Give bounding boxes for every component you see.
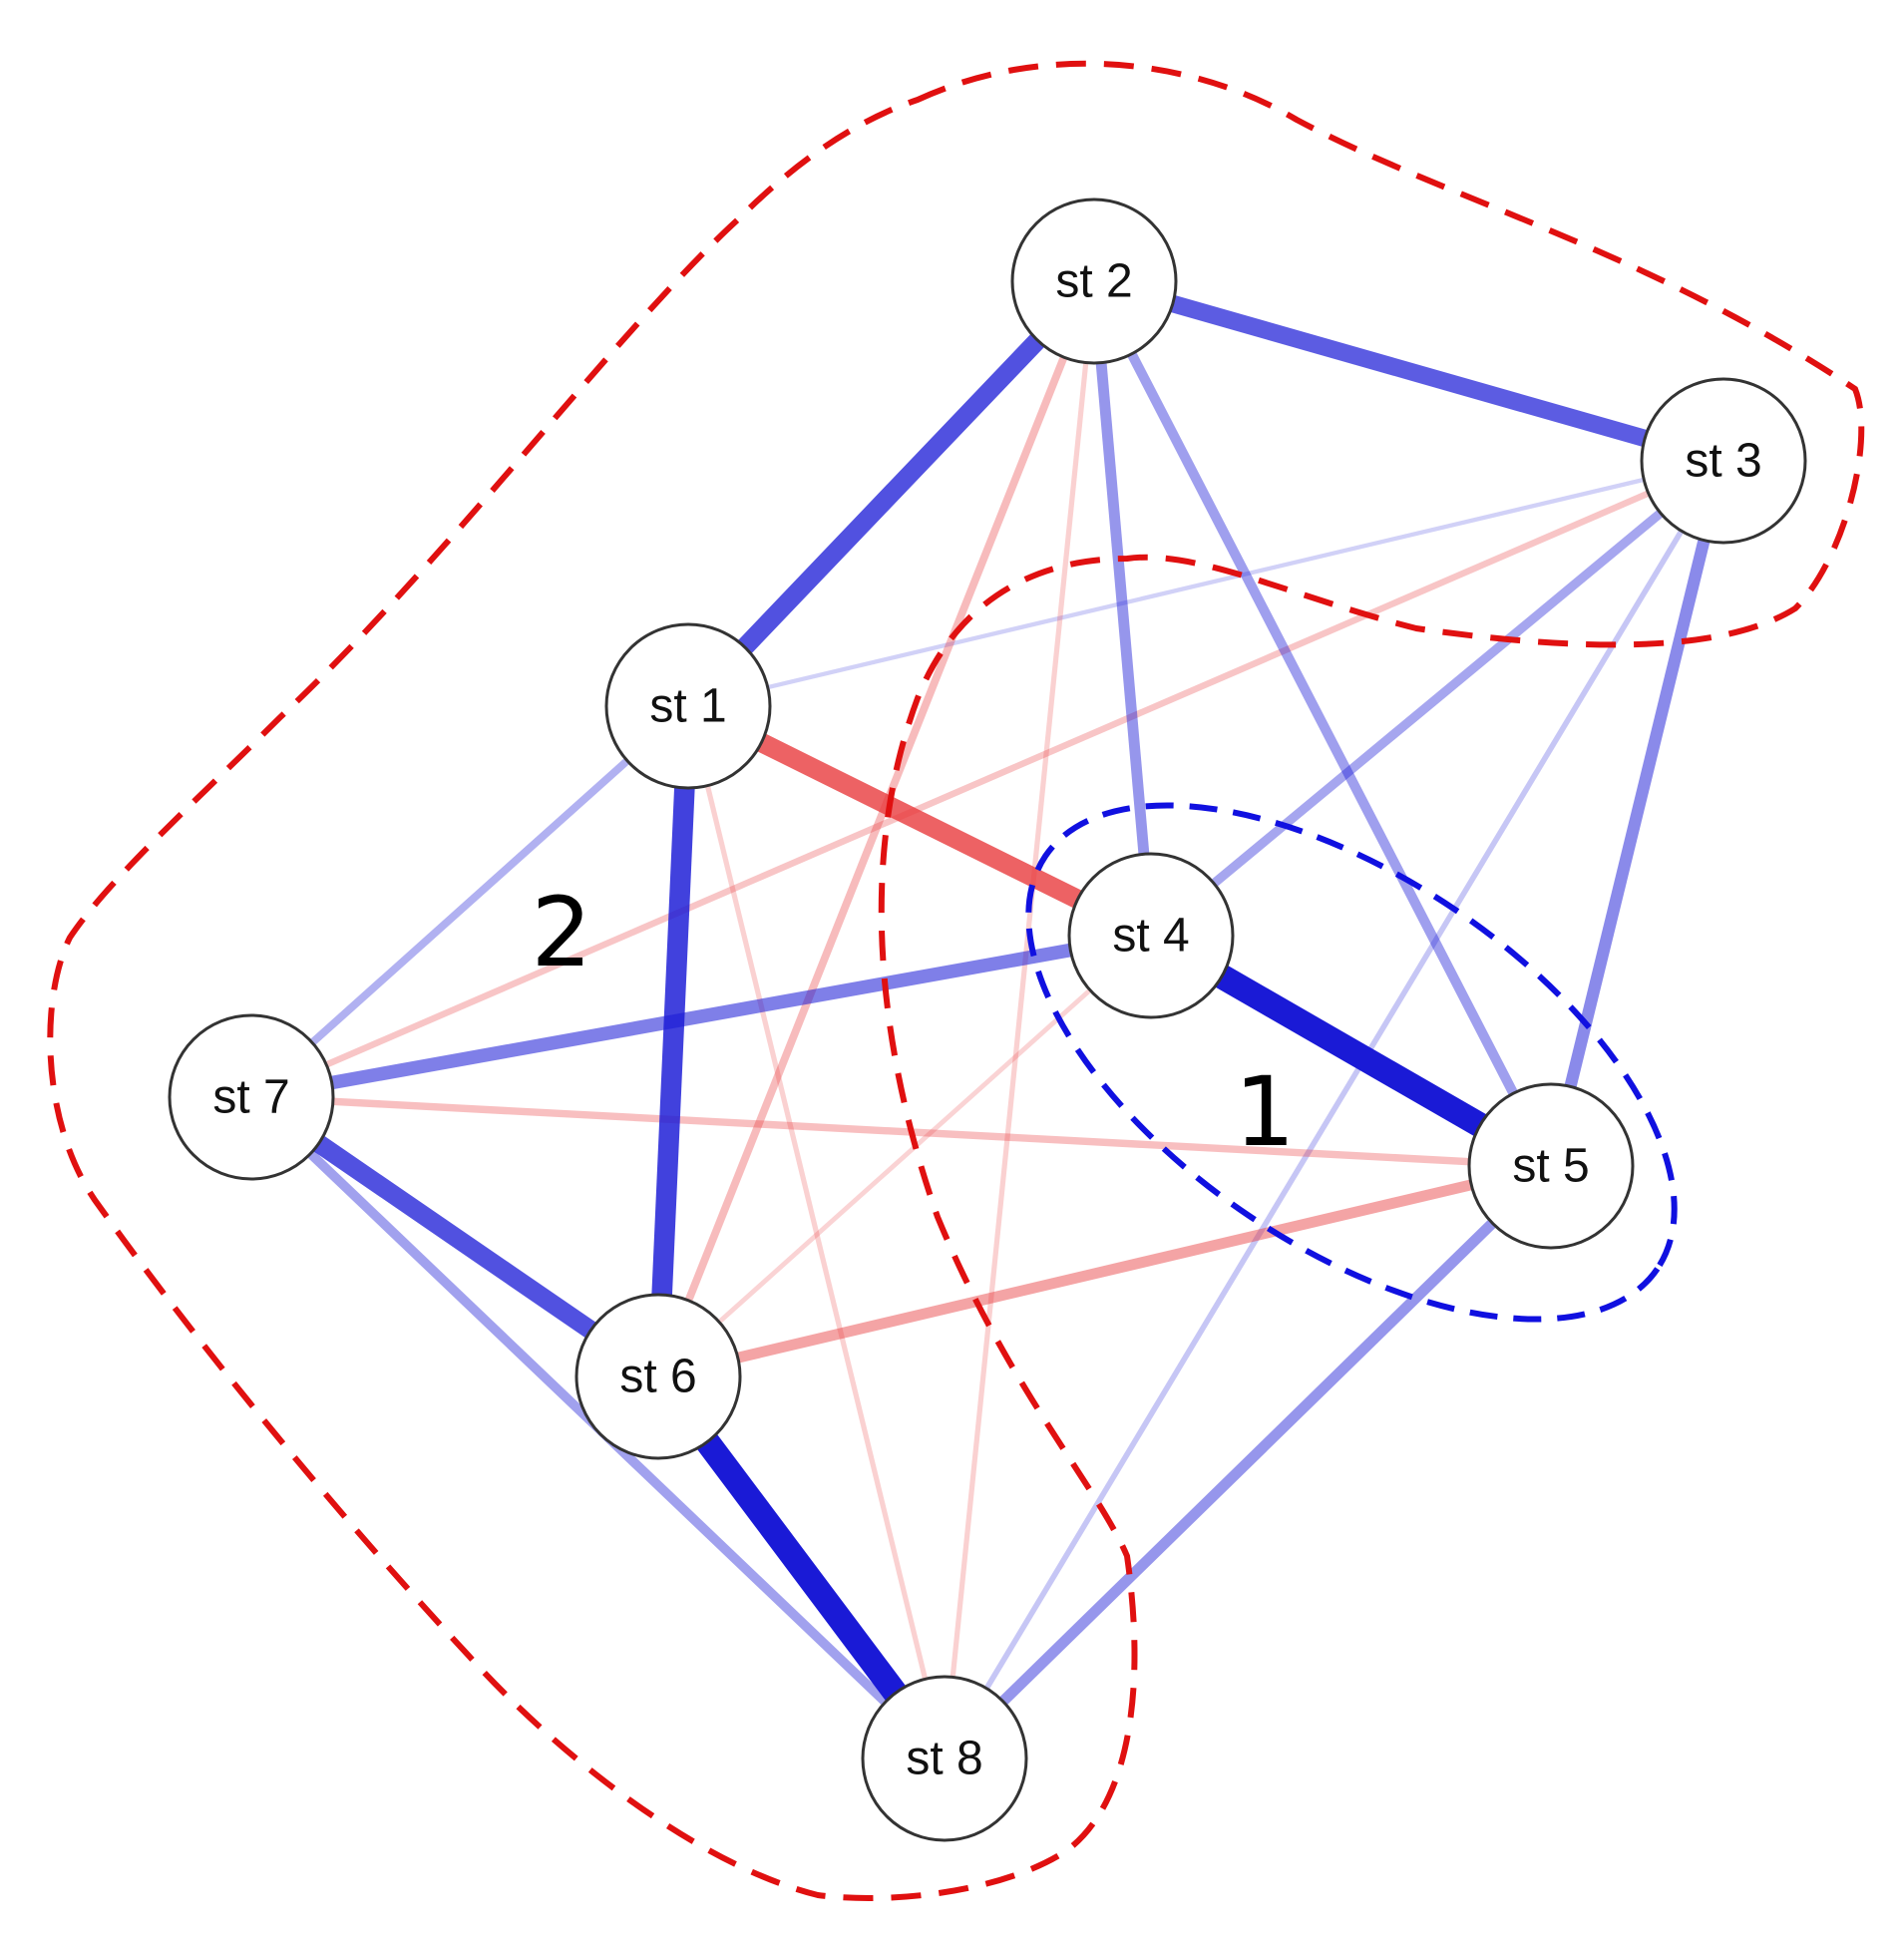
nodes-layer: st 1 st 2 st 3 st 4 st 5 st 6 st 7 st 8 (168, 197, 1807, 1842)
edge-st3-st4 (1148, 457, 1726, 940)
edge-st3-st5 (1545, 459, 1729, 1168)
node-st6: st 6 (574, 1293, 742, 1460)
node-st4: st 4 (1067, 852, 1235, 1019)
edge-st1-st3 (687, 458, 1724, 709)
node-label: st 3 (1685, 435, 1761, 488)
edge-st3-st7 (249, 458, 1725, 1100)
group-2-label: 2 (531, 877, 591, 988)
group-2-outline (47, 60, 1865, 1901)
edge-st7-st4 (249, 929, 1153, 1104)
group-1-outline (1025, 802, 1678, 1323)
node-st5: st 5 (1467, 1082, 1635, 1250)
edge-st2-st4 (1088, 280, 1157, 937)
group-1-label: 1 (1234, 1056, 1295, 1168)
edge-st1-st4 (683, 697, 1156, 945)
edge-st2-st3 (1091, 272, 1726, 470)
node-st1: st 1 (604, 622, 772, 790)
edge-st1-st7 (248, 703, 691, 1100)
node-st3: st 3 (1640, 377, 1807, 545)
edge-st3-st8 (942, 459, 1726, 1760)
edge-st5-st8 (941, 1162, 1555, 1762)
edge-st2-st6 (654, 279, 1098, 1378)
node-st8: st 8 (861, 1675, 1028, 1842)
edge-st7-st5 (250, 1093, 1552, 1170)
node-label: st 4 (1112, 910, 1189, 963)
node-label: st 7 (212, 1071, 289, 1124)
edge-st2-st5 (1089, 278, 1556, 1169)
node-st7: st 7 (168, 1013, 335, 1181)
edge-st2-st1 (681, 274, 1101, 713)
edge-st2-st8 (942, 280, 1097, 1759)
node-st2: st 2 (1010, 197, 1178, 365)
node-label: st 8 (906, 1733, 982, 1785)
edge-st1-st6 (647, 705, 699, 1377)
edges-layer (245, 272, 1729, 1766)
edge-st4-st6 (656, 934, 1153, 1378)
node-label: st 1 (649, 680, 726, 733)
node-label: st 2 (1055, 255, 1132, 308)
edge-st5-st6 (656, 1160, 1553, 1382)
edge-st1-st8 (685, 705, 948, 1759)
node-label: st 6 (619, 1351, 696, 1403)
node-label: st 5 (1512, 1140, 1589, 1193)
